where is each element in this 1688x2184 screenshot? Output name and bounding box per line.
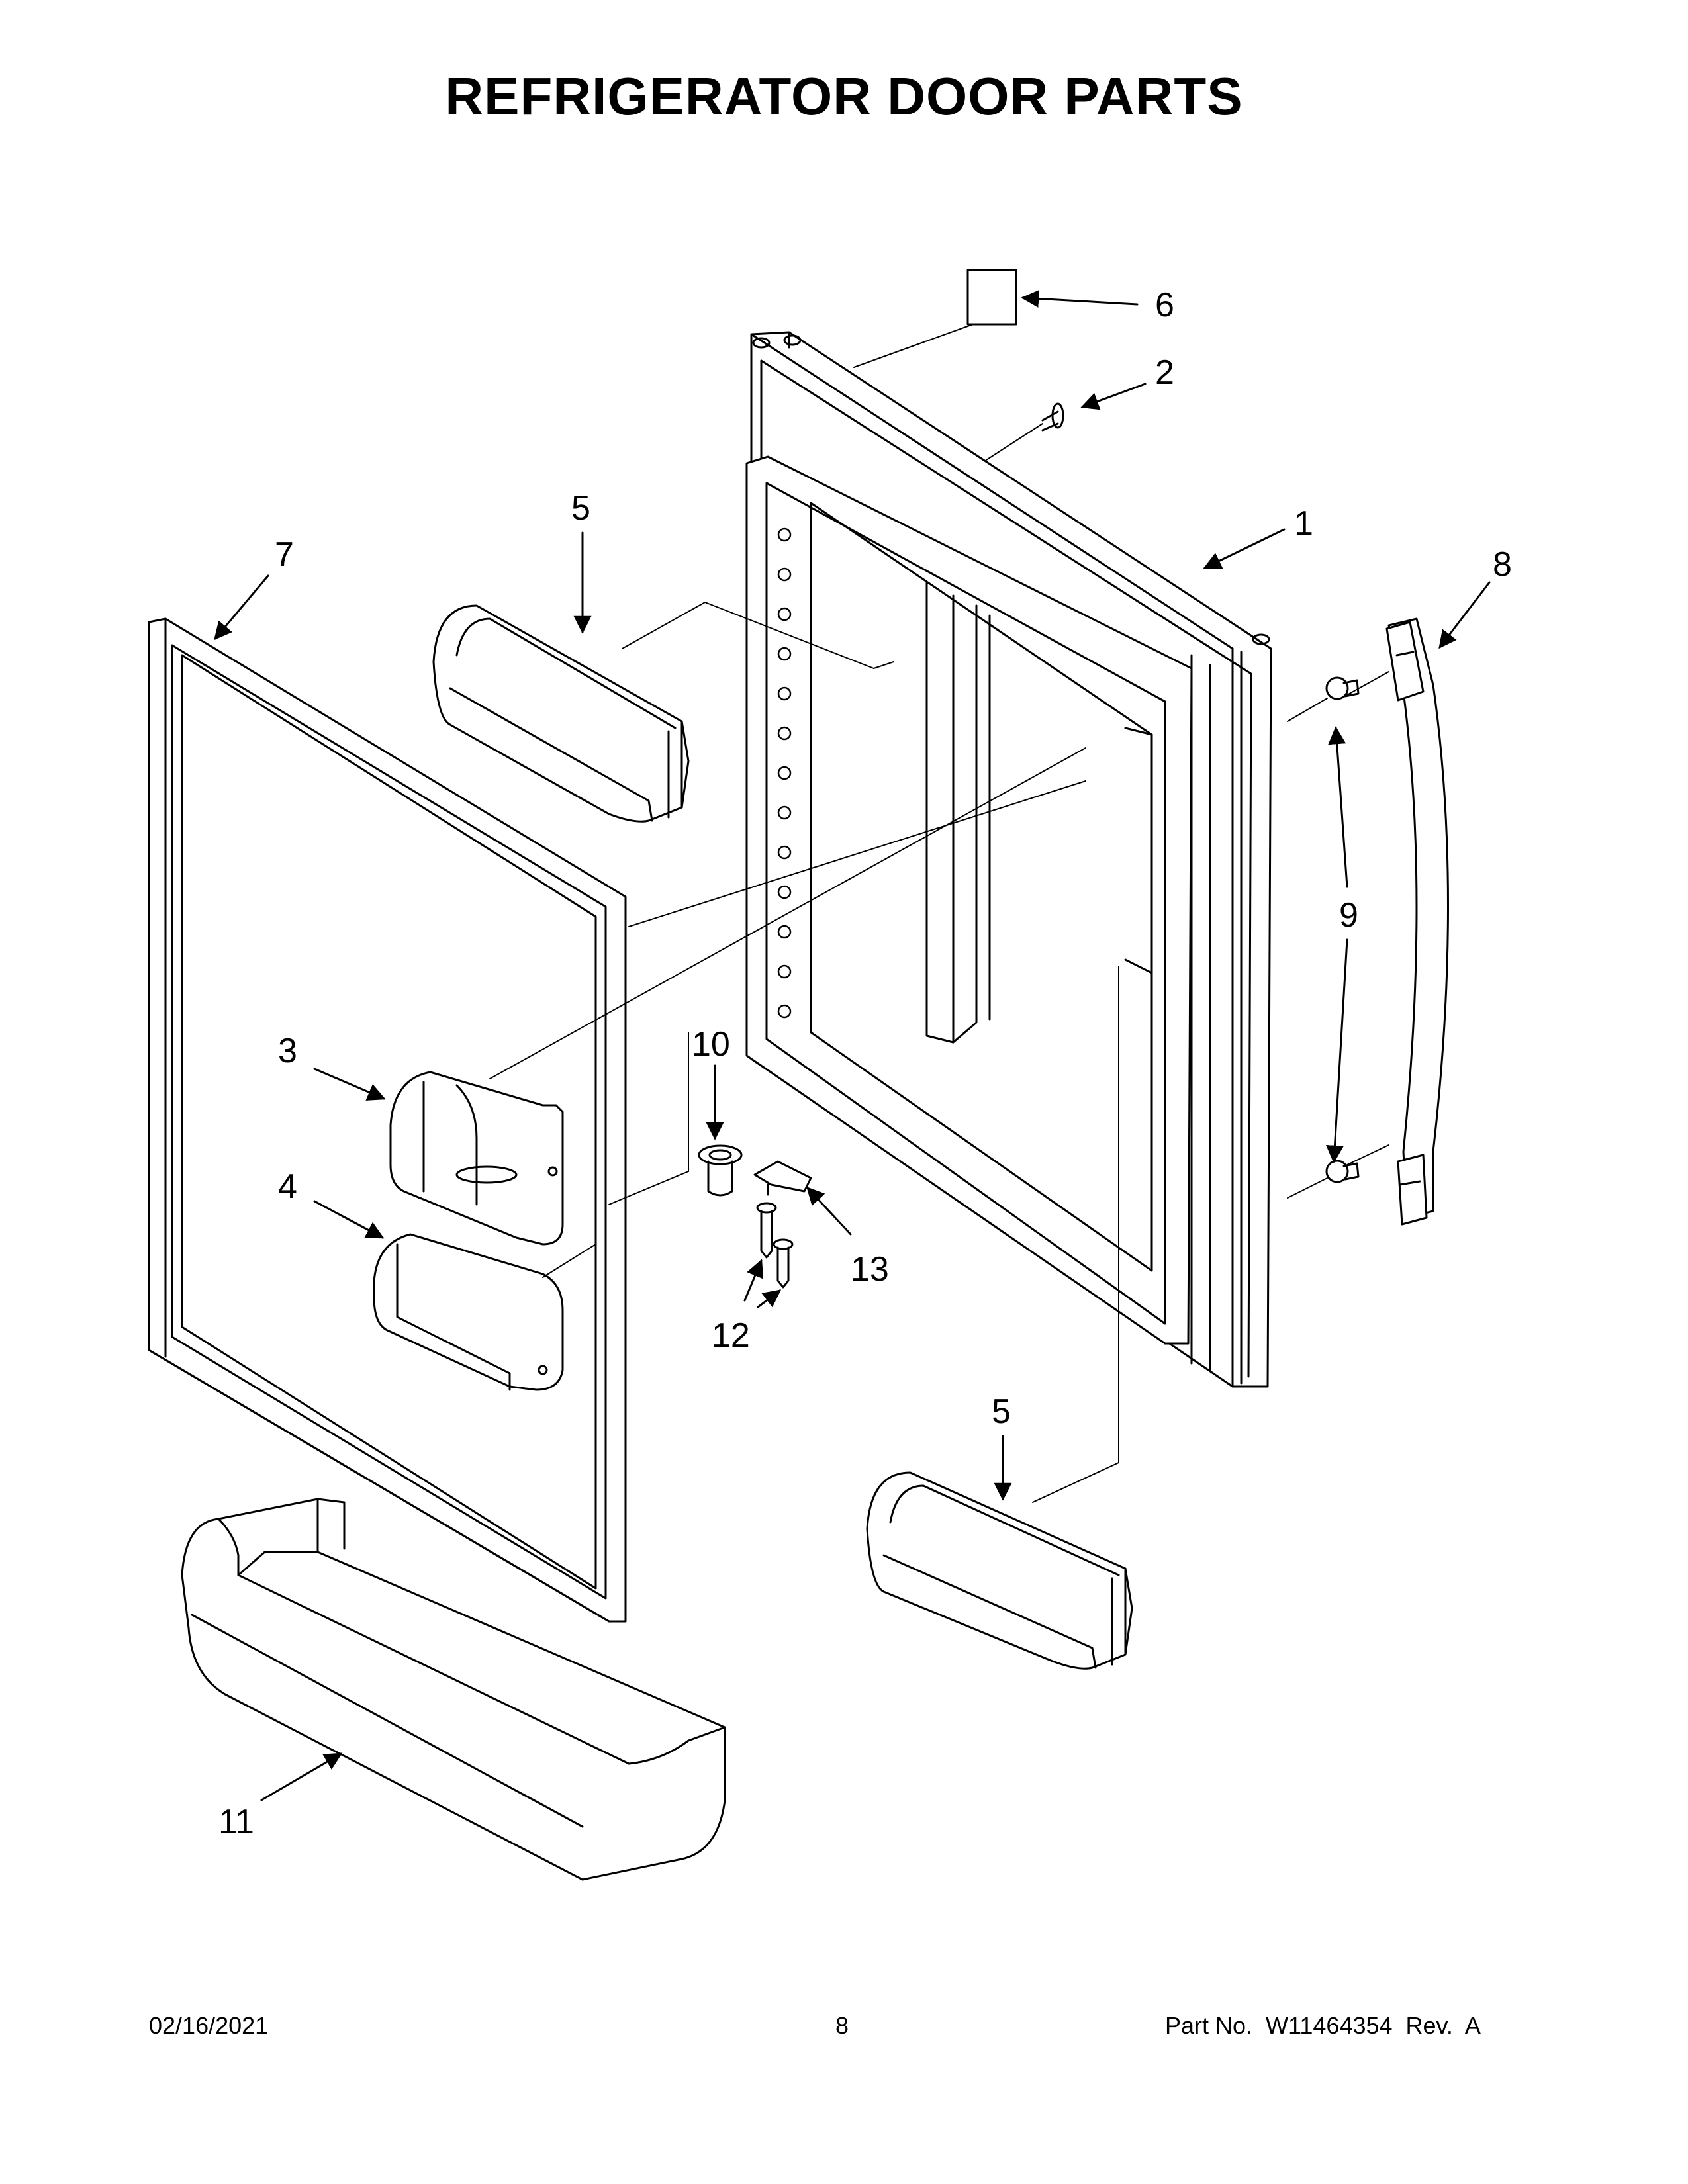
callout-arrows (214, 289, 1491, 1801)
callout-labels: 6 2 1 5 7 8 9 10 3 4 13 12 5 11 (218, 286, 1512, 1841)
bushing (698, 1144, 743, 1197)
page-title: REFRIGERATOR DOOR PARTS (445, 67, 1243, 126)
footer-page-number: 8 (835, 2012, 849, 2039)
callout-11: 11 (218, 1803, 254, 1841)
callout-6: 6 (1155, 286, 1174, 324)
callout-9: 9 (1339, 896, 1358, 934)
screws (756, 1202, 794, 1289)
door-cover (373, 1233, 596, 1391)
callout-10: 10 (692, 1025, 730, 1064)
door-plug (986, 402, 1064, 461)
callout-12: 12 (712, 1316, 750, 1355)
door-bin-bottom (866, 966, 1133, 1670)
callout-8: 8 (1493, 545, 1512, 584)
callout-7: 7 (275, 535, 294, 574)
door-assembly (745, 331, 1272, 1388)
door-handle (1346, 617, 1449, 1226)
door-bin-large (181, 1498, 726, 1881)
dairy-compartment (389, 747, 1086, 1246)
callout-2: 2 (1155, 353, 1174, 392)
footer-part-number: Part No. W11464354 Rev. A (1165, 2012, 1481, 2039)
door-bin-top (432, 602, 894, 823)
callout-13: 13 (851, 1250, 889, 1289)
footer-date: 02/16/2021 (149, 2012, 269, 2039)
callout-5-top: 5 (571, 489, 590, 527)
hinge-bracket (753, 1160, 812, 1196)
callout-4: 4 (278, 1167, 297, 1206)
handle-studs (1287, 676, 1360, 1199)
callout-3: 3 (278, 1032, 297, 1070)
callout-5-bottom: 5 (992, 1392, 1011, 1431)
callout-1: 1 (1294, 504, 1313, 543)
label-patch (966, 269, 1017, 326)
